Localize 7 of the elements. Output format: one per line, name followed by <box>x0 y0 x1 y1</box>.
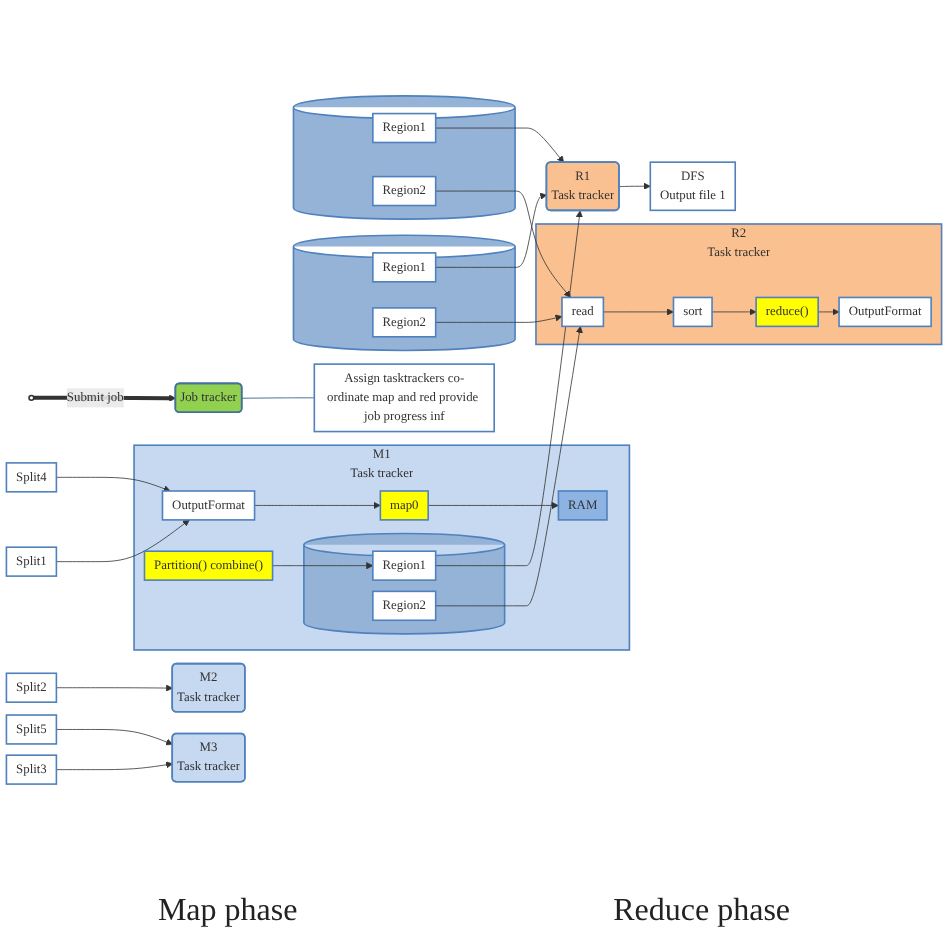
connector <box>241 397 315 399</box>
cluster <box>292 234 516 352</box>
node-circle <box>28 394 35 402</box>
phase-label: Map phase <box>157 894 298 930</box>
cluster <box>303 532 506 635</box>
cluster <box>292 95 516 220</box>
phase-label: Reduce phase <box>613 894 791 930</box>
